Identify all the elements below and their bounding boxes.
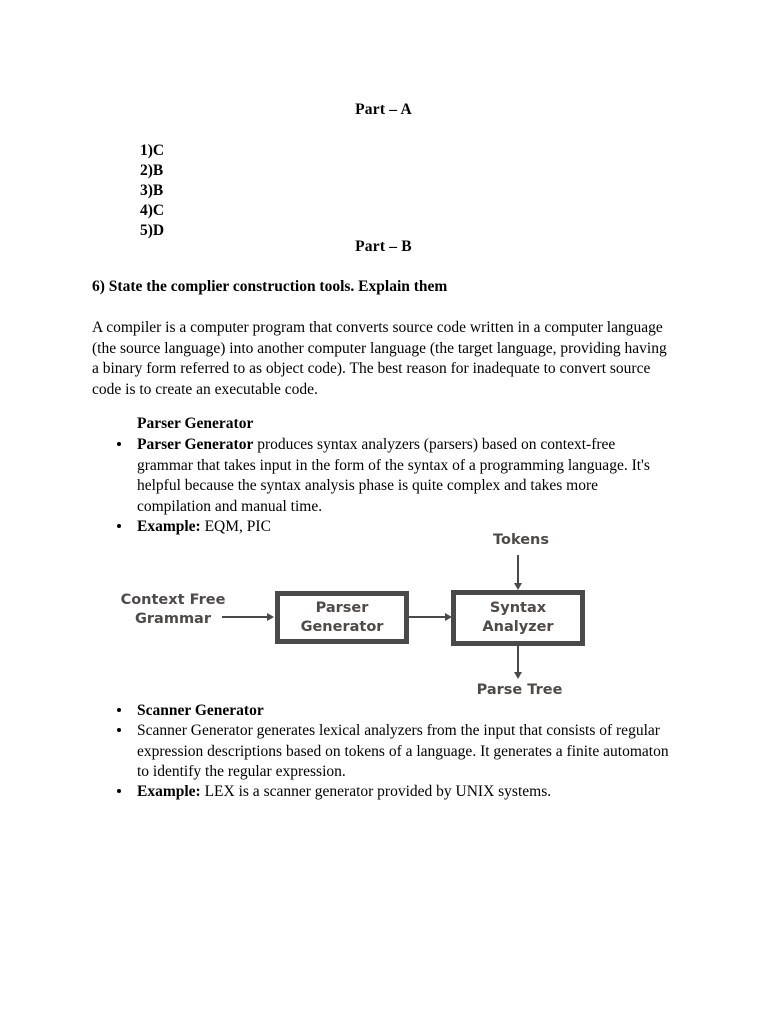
list-item: Example: LEX is a scanner generator prov… — [112, 782, 674, 803]
arrow-head-icon — [514, 672, 522, 679]
list-item-term: Scanner Generator — [137, 702, 264, 719]
list-item: 2)B — [140, 162, 164, 179]
bullet-dot-icon — [117, 442, 121, 446]
bullet-dot-icon — [117, 789, 121, 793]
diagram-box-label: Syntax Analyzer — [482, 600, 554, 635]
list-item: 3)B — [140, 182, 164, 199]
arrow-head-icon — [267, 613, 274, 621]
intro-paragraph: A compiler is a computer program that co… — [92, 319, 667, 398]
list-item-text: EQM, PIC — [200, 518, 271, 535]
arrow-head-icon — [514, 583, 522, 590]
list-item: Parser Generator produces syntax analyze… — [112, 435, 674, 517]
mcq-answer-list: 1)C 2)B 3)B 4)C 5)D — [140, 141, 164, 241]
list-item-text: Scanner Generator generates lexical anal… — [137, 722, 669, 780]
arrow-syntax-analyzer-to-parse-tree — [517, 646, 519, 674]
list-item: 1)C — [140, 142, 165, 159]
diagram-box-syntax-analyzer: Syntax Analyzer — [451, 590, 585, 646]
part-b-heading: Part – B — [355, 238, 412, 255]
diagram-label-parse-tree: Parse Tree — [476, 682, 563, 698]
arrow-head-icon — [445, 613, 452, 621]
question-heading: 6) State the complier construction tools… — [92, 278, 448, 295]
list-item: 5)D — [140, 222, 165, 239]
arrow-tokens-to-syntax-analyzer — [517, 555, 519, 585]
list-item: 4)C — [140, 202, 165, 219]
list-item-term: Example: — [137, 518, 201, 535]
list-item: Scanner Generator — [112, 701, 674, 722]
bullet-dot-icon — [117, 708, 121, 712]
part-a-heading: Part – A — [355, 101, 412, 118]
arrow-parser-generator-to-syntax-analyzer — [409, 616, 446, 618]
arrow-grammar-to-parser-generator — [222, 616, 268, 618]
list-item-text: produces syntax analyzers (parsers) base… — [137, 436, 650, 515]
parser-generator-subheading: Parser Generator — [137, 415, 254, 432]
bullet-dot-icon — [117, 728, 121, 732]
list-item-term: Parser Generator — [137, 436, 254, 453]
diagram-label-context-free-grammar: Context Free Grammar — [120, 592, 226, 627]
list-item-term: Example: — [137, 783, 201, 800]
diagram-label-tokens: Tokens — [493, 532, 549, 548]
list-item-text: LEX is a scanner generator provided by U… — [200, 783, 552, 800]
list-item: Scanner Generator generates lexical anal… — [112, 721, 674, 783]
diagram-box-label: Parser Generator — [300, 599, 384, 635]
parser-generator-flow-diagram: Tokens Context Free Grammar Parse Tree P… — [100, 525, 660, 710]
bullet-dot-icon — [117, 524, 121, 528]
diagram-box-parser-generator: Parser Generator — [275, 591, 409, 644]
list-item: Example: EQM, PIC — [112, 517, 674, 538]
